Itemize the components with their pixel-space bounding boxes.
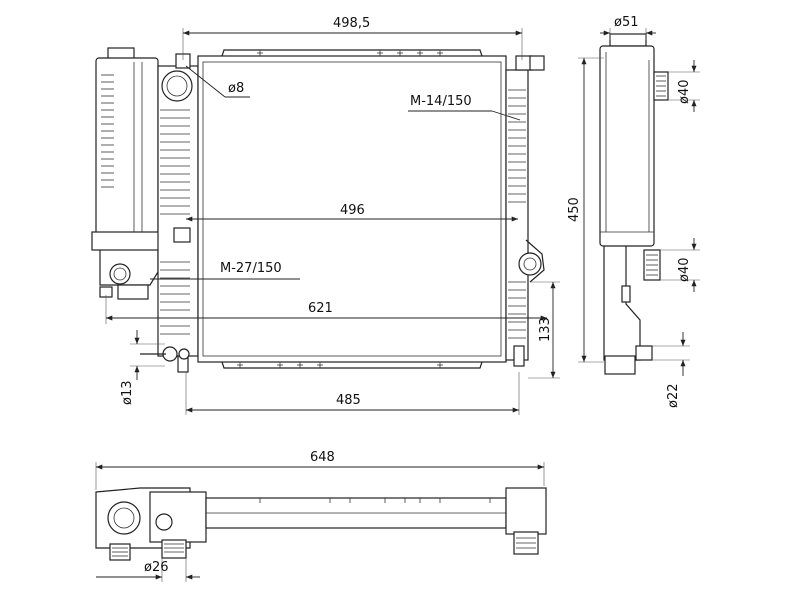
- expansion-tank: [91, 47, 167, 300]
- dim-tank-dia: ø51: [614, 15, 639, 30]
- dim-top-width: 498,5: [333, 16, 370, 31]
- dim-total-length: 648: [310, 450, 335, 465]
- bottom-view: [95, 487, 547, 561]
- side-view: [599, 33, 669, 375]
- dim-bottom-width: 485: [336, 393, 361, 408]
- front-dimensions: 498,5 ø8 M-14/150 496 M-27/150 621 133 4…: [105, 16, 560, 415]
- right-header-tank: [505, 55, 545, 367]
- dim-hole-dia: ø8: [228, 81, 244, 96]
- dim-outlet-dia: ø22: [666, 384, 681, 409]
- front-view: [91, 47, 545, 373]
- dim-outlet-dia-bottom: ø26: [144, 560, 169, 575]
- bottom-dimensions: 648 ø26: [95, 450, 545, 582]
- dim-core-width: 496: [340, 203, 365, 218]
- dim-height-133: 133: [538, 317, 553, 342]
- dim-overall-width: 621: [308, 301, 333, 316]
- radiator-core: [197, 49, 507, 369]
- dim-thread-right: M-14/150: [410, 94, 472, 109]
- left-header-tank: [140, 53, 199, 373]
- dim-thread-left: M-27/150: [220, 261, 282, 276]
- side-dimensions: ø51 450 ø40 ø40 ø22: [567, 15, 700, 408]
- dim-drain-dia: ø13: [120, 381, 135, 406]
- dim-height-450: 450: [567, 197, 582, 222]
- dim-inlet-dia-bottom: ø40: [677, 258, 692, 283]
- dim-inlet-dia-top: ø40: [677, 80, 692, 105]
